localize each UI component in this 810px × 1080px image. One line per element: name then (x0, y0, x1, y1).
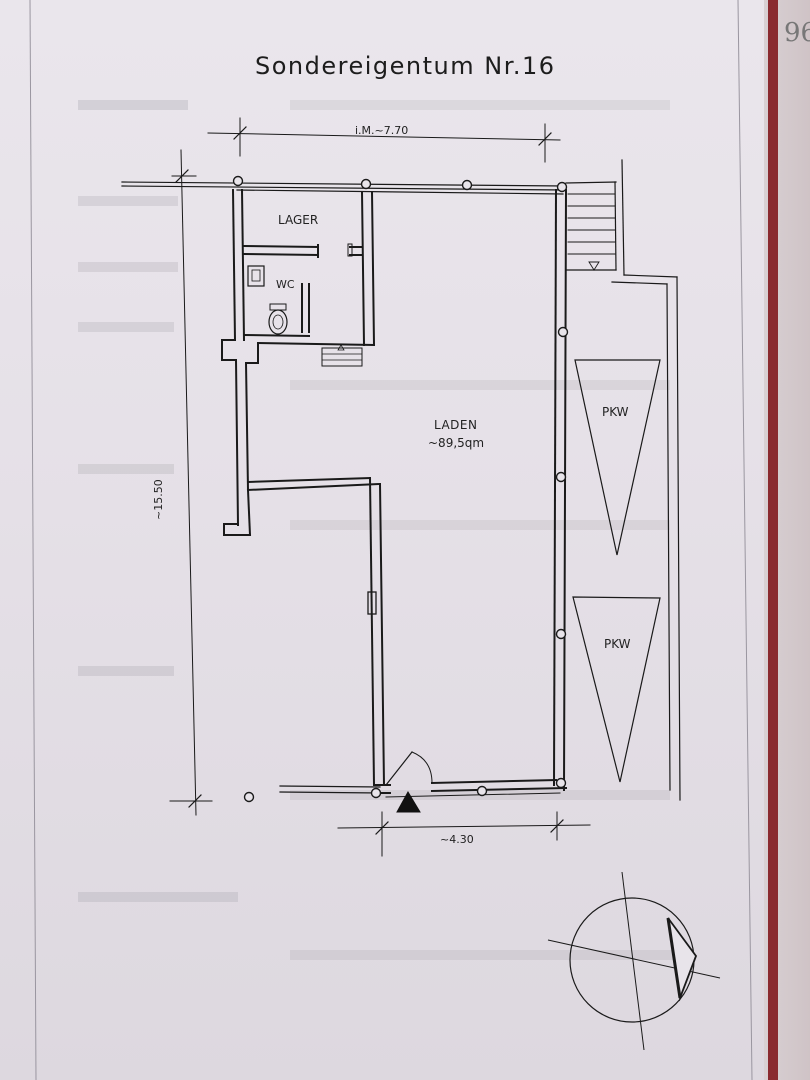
right-wall (552, 188, 568, 792)
show-through-text (78, 892, 238, 902)
storage-room-walls (221, 188, 376, 364)
parking-label-1: PKW (602, 405, 629, 419)
margin-mark: 96 (784, 18, 810, 48)
column (555, 777, 567, 789)
column (555, 471, 567, 483)
show-through-text (290, 520, 670, 530)
door-mark (347, 243, 353, 257)
north-arrow-icon (547, 871, 721, 1051)
column (557, 326, 569, 338)
column (360, 178, 372, 190)
parking-label-2: PKW (604, 637, 631, 651)
show-through-text (78, 322, 174, 332)
sheet-border-right (737, 0, 753, 1080)
toilet-label: WC (276, 278, 295, 291)
parking-space-1 (574, 359, 661, 556)
storage-room-label: LAGER (278, 213, 319, 227)
show-through-text (78, 666, 174, 676)
wash-basin-icon (247, 265, 265, 287)
height-label: ~15.50 (152, 479, 165, 520)
column (243, 791, 255, 803)
sheet-border-left (29, 0, 37, 1080)
column (370, 787, 382, 799)
staircase (565, 159, 681, 801)
show-through-text (78, 100, 188, 110)
column (476, 785, 488, 797)
entrance-door (385, 751, 433, 786)
shop-area-label: ~89,5qm (428, 436, 485, 450)
column (556, 181, 568, 193)
show-through-text (290, 950, 690, 960)
bottom-dimension-line (337, 811, 591, 857)
bottom-width-label: ~4.30 (440, 833, 474, 846)
top-wall (121, 181, 566, 195)
show-through-text (78, 262, 178, 272)
small-steps (321, 344, 363, 367)
show-through-text (78, 464, 174, 474)
shop-label: LADEN (434, 418, 478, 432)
parking-space-2 (572, 596, 661, 783)
top-dimension-line (207, 117, 561, 163)
entrance-arrow-icon (396, 790, 421, 813)
floor-plan (29, 0, 753, 1080)
toilet-icon (268, 303, 288, 335)
show-through-text (290, 380, 670, 390)
bottom-wall (279, 778, 568, 798)
height-dimension-line (169, 149, 213, 816)
paper-sheet (0, 0, 772, 1080)
column (232, 175, 244, 187)
left-wall (223, 358, 386, 787)
column (461, 179, 473, 191)
top-width-label: i.M.~7.70 (355, 124, 409, 137)
columns (232, 175, 569, 803)
folder-edge (768, 0, 778, 1080)
show-through-text (78, 196, 178, 206)
show-through-text (290, 100, 670, 110)
plan-title: Sondereigentum Nr.16 (255, 52, 556, 80)
column (555, 628, 567, 640)
